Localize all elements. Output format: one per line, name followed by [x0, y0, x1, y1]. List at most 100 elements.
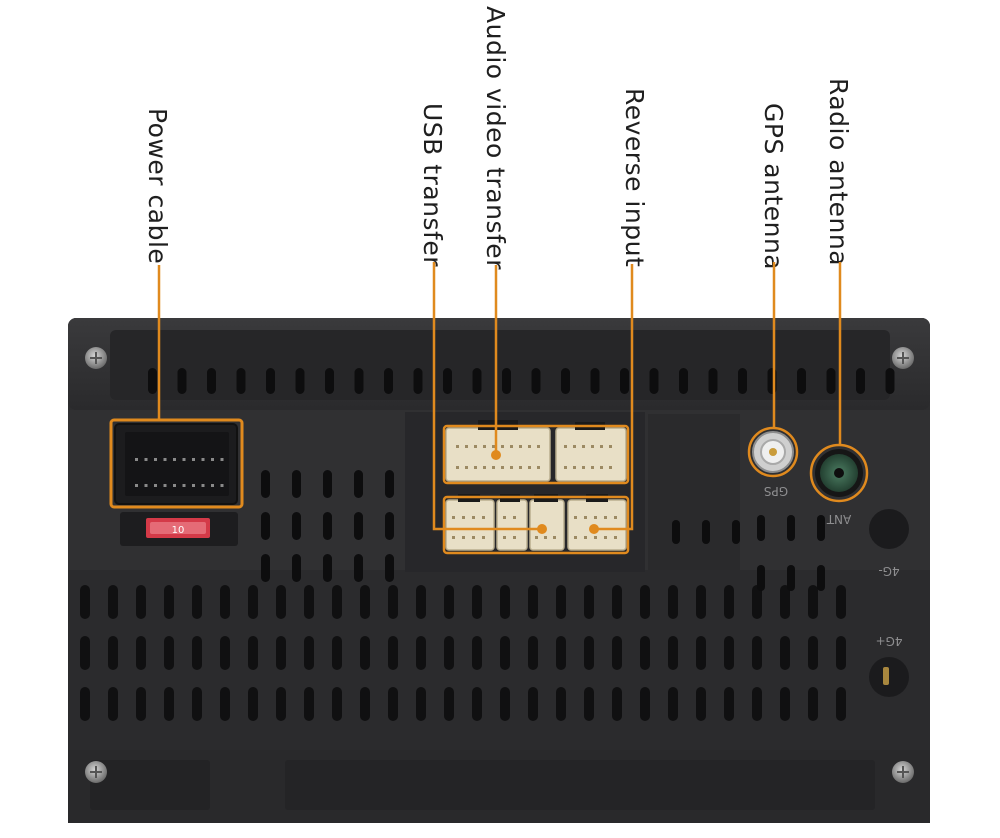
vent-slot: [724, 585, 734, 619]
connector-pin: [482, 516, 485, 519]
vent-slot: [836, 687, 846, 721]
vent-slot: [292, 512, 301, 540]
connector-pin: [492, 445, 495, 448]
vent-slot: [388, 687, 398, 721]
vent-slot: [220, 585, 230, 619]
connector-pin: [513, 536, 516, 539]
connector-pin: [535, 536, 538, 539]
gps-antenna-connector: GPS: [747, 426, 799, 498]
vent-slot: [444, 687, 454, 721]
vent-slot: [738, 368, 747, 394]
connector-pin: [519, 445, 522, 448]
vent-slot: [323, 470, 332, 498]
vent-slot: [248, 585, 258, 619]
vent-slot: [668, 687, 678, 721]
connector-pin: [564, 445, 567, 448]
vent-slot: [261, 554, 270, 582]
connector-pin: [173, 458, 176, 461]
vent-slot: [136, 687, 146, 721]
vent-slot: [385, 512, 394, 540]
vent-slot: [531, 368, 541, 394]
vent-slot: [248, 687, 258, 721]
fuse: 10: [120, 512, 238, 546]
vent-slot: [136, 585, 146, 619]
vent-slot: [80, 585, 90, 619]
connector-pin: [501, 445, 504, 448]
connector-pin: [465, 466, 468, 469]
vent-slot: [584, 585, 594, 619]
vent-slot: [696, 687, 706, 721]
connector-pin: [456, 445, 459, 448]
vent-slot: [787, 565, 795, 591]
connector-pin: [492, 466, 495, 469]
connector-pin: [154, 484, 157, 487]
vent-slot: [385, 470, 394, 498]
connector-pin: [573, 445, 576, 448]
connector-pin: [462, 516, 465, 519]
connector-pin: [609, 466, 612, 469]
vent-slot: [885, 368, 895, 394]
radio-antenna-connector: ANT: [809, 443, 869, 526]
vent-slot: [528, 687, 538, 721]
vent-slot: [276, 687, 286, 721]
vent-slot: [612, 585, 622, 619]
vent-slot: [108, 585, 118, 619]
vent-slot: [500, 585, 510, 619]
vent-slot: [836, 585, 846, 619]
vent-slot: [640, 585, 650, 619]
connector-pin: [510, 466, 513, 469]
connector-pin: [465, 445, 468, 448]
vent-slot: [388, 636, 398, 670]
vent-slot: [556, 585, 566, 619]
vent-slot: [266, 368, 275, 394]
vent-slot: [787, 515, 795, 541]
connector-pin: [154, 458, 157, 461]
connector-pin: [192, 484, 195, 487]
connector-pin: [594, 516, 597, 519]
connector-pin: [574, 516, 577, 519]
vent-slot: [612, 636, 622, 670]
vent-slot: [856, 368, 865, 394]
power-cable-highlight: [109, 418, 244, 509]
vent-slot: [696, 585, 706, 619]
screw-icon: [85, 347, 914, 783]
vent-slot: [696, 636, 706, 670]
vent-slot: [332, 585, 342, 619]
vent-slot: [752, 636, 762, 670]
power-connector: [114, 423, 238, 505]
vent-slot: [584, 687, 594, 721]
connector-pin: [472, 536, 475, 539]
connector-pin: [192, 458, 195, 461]
connector-pin: [173, 484, 176, 487]
vent-slot: [354, 554, 363, 582]
connector-pin: [201, 484, 205, 487]
vent-slot: [192, 687, 202, 721]
vent-slot: [443, 368, 452, 394]
connector-pin: [462, 536, 465, 539]
power-cable-label: Power cable: [143, 108, 172, 265]
vent-slot: [668, 585, 678, 619]
vent-slot: [354, 512, 363, 540]
vent-slot: [702, 520, 710, 544]
vent-slot: [332, 687, 342, 721]
reverse-input-label: Reverse input: [620, 88, 649, 268]
vent-slot: [108, 636, 118, 670]
vent-slot: [808, 687, 818, 721]
vent-slot: [248, 636, 258, 670]
vent-slot: [295, 368, 305, 394]
vent-slot: [416, 585, 426, 619]
connector-pin: [528, 445, 531, 448]
vent-slot: [164, 636, 174, 670]
vent-slot: [757, 565, 765, 591]
connector-pin: [135, 458, 138, 461]
vent-slot: [556, 687, 566, 721]
vent-slot: [590, 368, 600, 394]
ant-panel-mark: ANT: [826, 512, 851, 526]
vent-slot: [528, 585, 538, 619]
vent-slot: [416, 687, 426, 721]
vent-slot: [360, 636, 370, 670]
connector-pin: [584, 516, 587, 519]
connector-pin: [510, 445, 513, 448]
vent-slot: [561, 368, 570, 394]
vent-slot: [797, 368, 806, 394]
